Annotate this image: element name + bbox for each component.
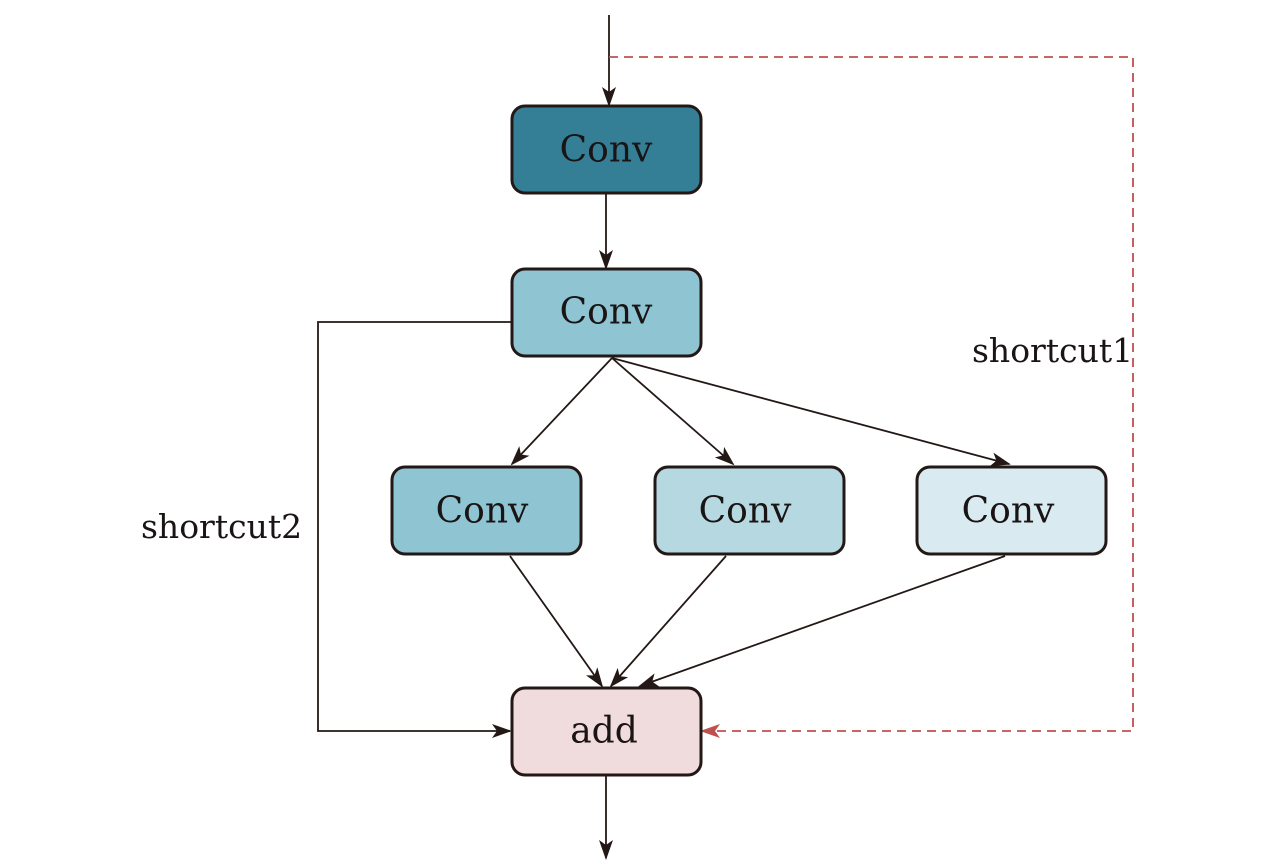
- conv-branch-middle-box: [653, 465, 846, 556]
- branch-left-to-add-arrow: [509, 555, 604, 688]
- conv-second-to-branch-left-arrow: [510, 357, 613, 466]
- conv-branch-middle-node: Conv: [653, 465, 846, 556]
- shortcut2-label: shortcut2: [141, 507, 302, 546]
- add-label: add: [570, 711, 638, 752]
- shortcut2-line: [317, 321, 512, 738]
- conv-second-to-branch-middle-arrow: [611, 357, 735, 466]
- conv-branch-middle-label: Conv: [699, 491, 792, 532]
- conv-top-node: Conv: [510, 104, 703, 195]
- conv-branch-left-box: [390, 465, 583, 556]
- shortcut1-label: shortcut1: [972, 331, 1133, 370]
- branch-middle-to-add-arrow: [609, 555, 727, 688]
- conv-second-label: Conv: [560, 292, 653, 333]
- conv-branch-right-box: [915, 465, 1108, 556]
- conv-top-label: Conv: [560, 130, 653, 171]
- conv-branch-right-node: Conv: [915, 465, 1108, 556]
- conv-second-node: Conv: [510, 267, 703, 358]
- conv-branch-right-label: Conv: [962, 491, 1055, 532]
- add-node: add: [510, 686, 703, 777]
- conv-top-box: [510, 104, 703, 195]
- add-box: [510, 686, 703, 777]
- conv-second-box: [510, 267, 703, 358]
- conv-second-to-branch-right-arrow: [611, 357, 1011, 467]
- branch-right-to-add-arrow: [638, 555, 1006, 687]
- conv-branch-left-label: Conv: [436, 491, 529, 532]
- conv-branch-left-node: Conv: [390, 465, 583, 556]
- shortcut1-line: [609, 56, 1134, 738]
